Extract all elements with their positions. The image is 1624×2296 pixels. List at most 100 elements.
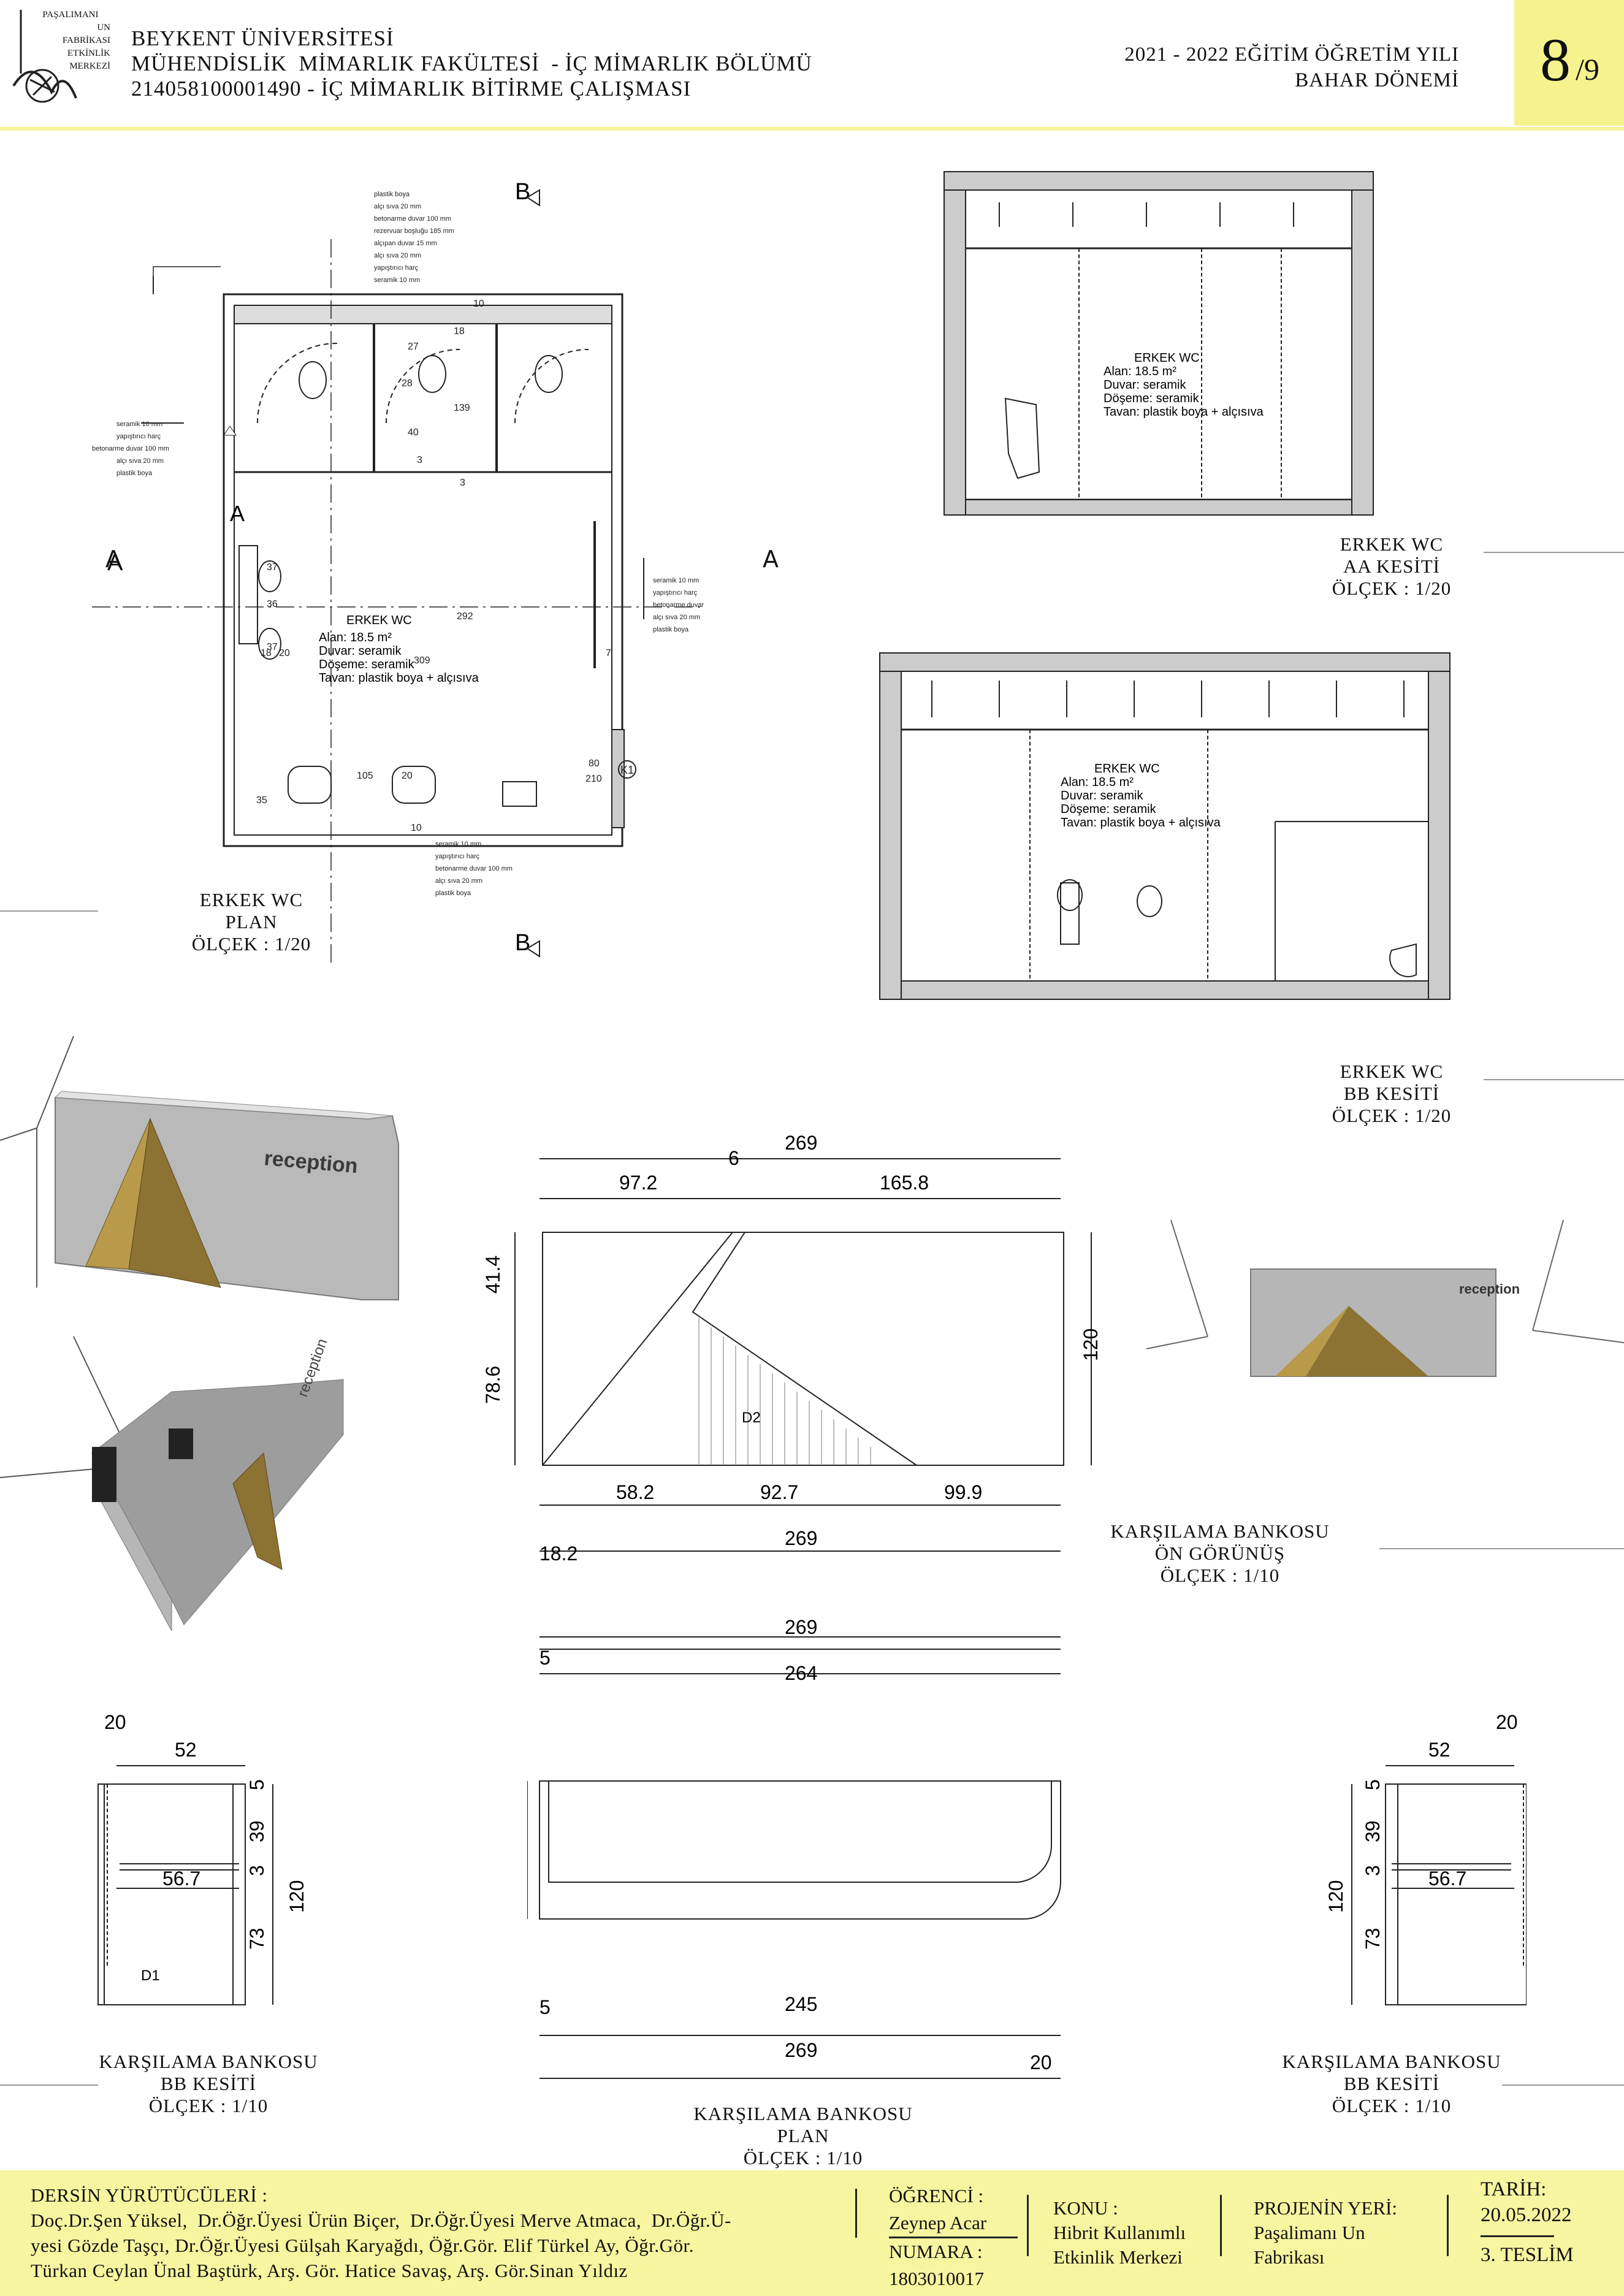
right-sec-h1: 5: [1362, 1779, 1384, 1790]
divider-line: [1484, 1079, 1624, 1080]
desk-bb-left-title-line2: BB KESİTİ: [160, 2073, 257, 2094]
wc-aa-title: ERKEK WC AA KESİTİ ÖLÇEK : 1/20: [1294, 533, 1490, 600]
logo-text-5: MERKEZİ: [69, 61, 110, 71]
section-a-left: A: [230, 501, 245, 526]
divider-line: [1502, 2084, 1624, 2086]
front-dim-a: 97.2: [619, 1172, 657, 1194]
plan-dim-11: 37: [267, 642, 278, 652]
right-layer-5: plastik boya: [653, 626, 689, 633]
right-sec-total: 120: [1325, 1880, 1347, 1913]
left-sec-top: 20: [104, 1711, 126, 1733]
university-name: BEYKENT ÜNİVERSİTESİ: [131, 26, 394, 50]
page-total: /9: [1576, 52, 1599, 86]
bottom-layer-3: betonarme duvar 100 mm: [435, 865, 513, 872]
bottom-layer-5: plastik boya: [435, 890, 471, 897]
desk-plan-title-line1: KARŞILAMA BANKOSU: [693, 2103, 913, 2124]
desk-plan-title: KARŞILAMA BANKOSU PLAN ÖLÇEK : 1/10: [674, 2103, 932, 2169]
logo-text-3: FABRİKASI: [62, 36, 110, 45]
front-dim-left-a: 41.4: [482, 1256, 504, 1294]
front-dim-c: 165.8: [880, 1172, 929, 1194]
left-layer-2: yapıştırıcı harç: [116, 433, 161, 440]
aa-floor: Döşeme: seramik: [1104, 392, 1200, 405]
wc-bb-section-drawing: ERKEK WC Alan: 18.5 m² Duvar: seramik Dö…: [879, 652, 1451, 1000]
divider-line: [1484, 552, 1624, 553]
left-sec-h2: 39: [246, 1820, 268, 1842]
desk-front-title-line1: KARŞILAMA BANKOSU: [1110, 1520, 1330, 1542]
wc-plan-ceiling: Tavan: plastik boya + alçısıva: [319, 671, 479, 685]
reception-sign-3: reception: [1459, 1281, 1520, 1297]
desk-bb-right-title-line2: BB KESİTİ: [1343, 2073, 1440, 2094]
top-layer-8: seramik 10 mm: [374, 277, 420, 284]
front-dim-b: 6: [728, 1147, 739, 1169]
wc-plan-name: ERKEK WC: [346, 614, 412, 627]
left-layer-3: betonarme duvar 100 mm: [92, 445, 169, 452]
left-sec-inner: 56.7: [162, 1867, 200, 1890]
top-layer-3: betonarme duvar 100 mm: [374, 215, 451, 223]
desk-front-elevation: 269 97.2 6 165.8 41.4 78.6 120 58.2 92.7…: [482, 1132, 1102, 1650]
wc-aa-title-line2: AA KESİTİ: [1343, 555, 1440, 577]
wc-plan-drawing: A ERKEK WC Alan: 18.5 m² Duvar: seramik …: [92, 179, 705, 963]
header: PAŞALIMANI UN FABRİKASI ETKİNLİK MERKEZİ…: [0, 0, 1624, 126]
date-value: 20.05.2022: [1481, 2204, 1572, 2226]
plan-dim-bottom-offset: 5: [539, 1996, 551, 2018]
right-sec-width: 52: [1428, 1739, 1451, 1761]
plan-dim-21: 309: [414, 655, 430, 666]
reception-desk-render-front: reception: [1146, 1219, 1624, 1377]
left-sec-h1: 5: [246, 1779, 268, 1790]
desk-section-left: 20 52 56.7 5 39 3 73 120 D1: [97, 1711, 308, 2005]
subject-label: KONU :: [1053, 2197, 1118, 2219]
desk-bb-right-scale: ÖLÇEK : 1/10: [1332, 2095, 1452, 2116]
desk-bb-right-title-line1: KARŞILAMA BANKOSU: [1282, 2051, 1501, 2072]
plan-dim-13: 20: [279, 648, 290, 658]
plan-dim-top-offset: 5: [539, 1647, 551, 1669]
plan-dim-14: 105: [357, 771, 373, 781]
plan-dim-22: 292: [457, 611, 473, 622]
bb-area: Alan: 18.5 m²: [1061, 776, 1134, 789]
logo-text-2: UN: [97, 23, 110, 32]
plan-dim-16: 35: [256, 795, 267, 806]
desk-front-title: KARŞILAMA BANKOSU ÖN GÖRÜNÜŞ ÖLÇEK : 1/1…: [1091, 1520, 1349, 1587]
delivery-label: 3. TESLİM: [1481, 2244, 1574, 2266]
top-layer-7: yapıştırıcı harç: [374, 264, 419, 272]
footer-separator: [1027, 2195, 1029, 2256]
aa-wall: Duvar: seramik: [1104, 378, 1186, 392]
bottom-layer-4: alçı sıva 20 mm: [435, 877, 482, 885]
logo-text-4: ETKİNLİK: [67, 48, 110, 58]
plan-dim-bottom-right: 20: [1030, 2051, 1052, 2073]
wc-bb-title-line1: ERKEK WC: [1340, 1061, 1444, 1082]
bottom-layer-2: yapıştırıcı harç: [435, 853, 480, 860]
plan-dim-6: 40: [408, 427, 419, 438]
instructors-line2: yesi Gözde Taşçı, Dr.Öğr.Üyesi Gülşah Ka…: [31, 2235, 694, 2256]
bb-floor: Döşeme: seramik: [1061, 803, 1157, 816]
term: BAHAR DÖNEMİ: [1295, 69, 1459, 91]
footer: DERSİN YÜRÜTÜCÜLERİ : Doç.Dr.Şen Yüksel,…: [0, 2170, 1624, 2296]
date-label: TARİH:: [1481, 2178, 1547, 2200]
plan-dim-bottom-inner: 245: [785, 1993, 817, 2015]
logo-text-1: PAŞALIMANI: [42, 10, 99, 20]
front-dim-bottom-c: 99.9: [944, 1481, 982, 1503]
wc-aa-scale: ÖLÇEK : 1/20: [1332, 578, 1452, 599]
front-dim-left-b: 78.6: [482, 1366, 504, 1404]
divider-line: [1379, 1548, 1624, 1549]
plan-dim-5: 139: [454, 403, 470, 413]
wc-bb-title-line2: BB KESİTİ: [1343, 1083, 1440, 1104]
student-number: 1803010017: [889, 2268, 984, 2289]
footer-separator: [855, 2189, 857, 2238]
subject-line2: Etkinlik Merkezi: [1053, 2246, 1183, 2268]
page-number-box: 8 /9: [1514, 0, 1624, 126]
instructors-line3: Türkan Ceylan Ünal Baştürk, Arş. Gör. Ha…: [31, 2260, 628, 2281]
bb-name: ERKEK WC: [1094, 762, 1160, 776]
top-layer-2: alçı sıva 20 mm: [374, 203, 421, 210]
desk-plan-title-line2: PLAN: [777, 2125, 829, 2146]
wc-plan-floor: Döşeme: seramik: [319, 658, 415, 671]
aa-ceiling: Tavan: plastik boya + alçısıva: [1104, 405, 1264, 419]
student-name: Zeynep Acar: [889, 2212, 987, 2233]
bb-wall: Duvar: seramik: [1061, 789, 1143, 803]
reception-desk-renders: reception reception: [0, 1035, 399, 1631]
desk-plan-scale: ÖLÇEK : 1/10: [743, 2147, 863, 2168]
desk-bb-left-title-line1: KARŞILAMA BANKOSU: [99, 2051, 318, 2072]
aa-area: Alan: 18.5 m²: [1104, 365, 1176, 378]
plan-dim-top-inner: 264: [785, 1662, 817, 1684]
section-a-right-marker: A: [763, 546, 779, 573]
left-sec-label-d1: D1: [141, 1967, 160, 1984]
